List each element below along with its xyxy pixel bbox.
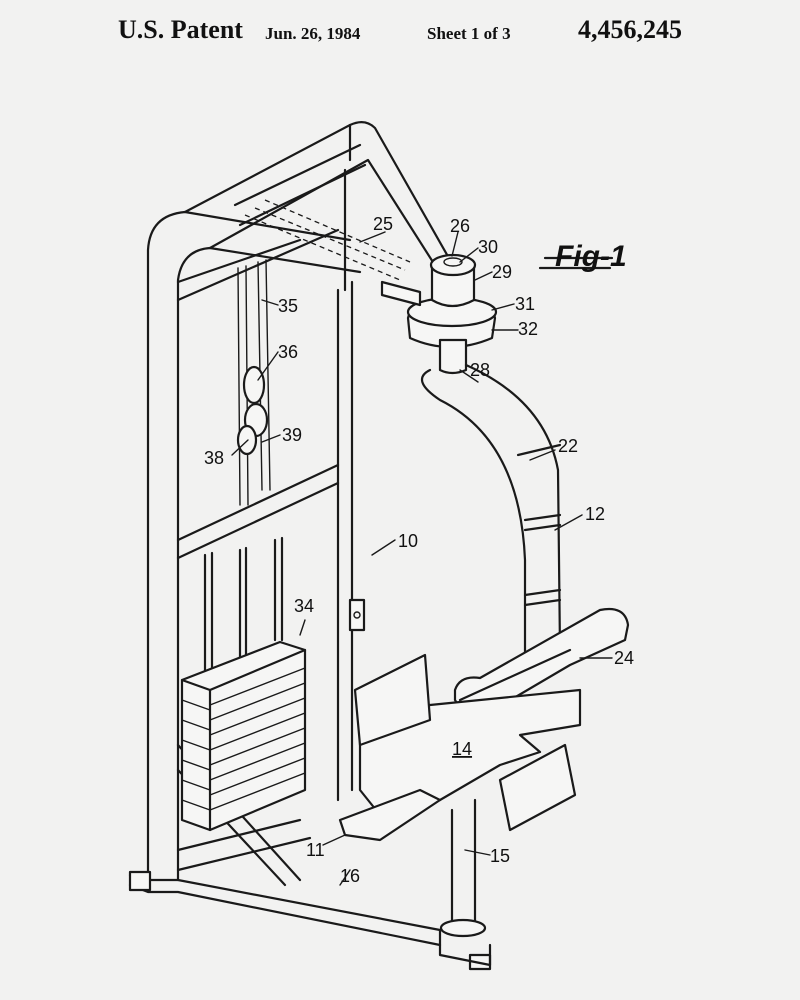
rotary-hub — [380, 253, 498, 375]
ref-32: 32 — [518, 319, 538, 339]
figure-label-text: Fig-1 — [555, 240, 627, 273]
patent-header: U.S. Patent Jun. 26, 1984 Sheet 1 of 3 4… — [0, 0, 800, 70]
ref-29: 29 — [492, 262, 512, 282]
ref-26: 26 — [450, 216, 470, 236]
ref-11: 11 — [306, 840, 325, 860]
upright-bracket — [348, 598, 366, 632]
patent-date: Jun. 26, 1984 — [265, 24, 361, 43]
ref-35: 35 — [278, 296, 298, 316]
reference-numerals: 10 11 12 14 15 16 22 24 25 26 28 29 30 3… — [204, 214, 634, 886]
ref-12: 12 — [585, 504, 605, 524]
lever-arm — [420, 363, 562, 672]
ref-38: 38 — [204, 448, 224, 468]
seat-platform — [338, 653, 582, 938]
ref-10: 10 — [398, 531, 418, 551]
ref-16: 16 — [340, 866, 360, 886]
figure-label: Fig-1 — [538, 240, 627, 273]
sheet-number: Sheet 1 of 3 — [427, 24, 511, 43]
patent-number: 4,456,245 — [578, 15, 682, 44]
ref-24: 24 — [614, 648, 634, 668]
weight-stack — [180, 536, 307, 832]
ref-22: 22 — [558, 436, 578, 456]
ref-25: 25 — [373, 214, 393, 234]
cable-assembly — [236, 199, 411, 506]
leader-lines — [231, 231, 613, 886]
ref-36: 36 — [278, 342, 298, 362]
ref-30: 30 — [478, 237, 498, 257]
ref-39: 39 — [282, 425, 302, 445]
ref-34: 34 — [294, 596, 314, 616]
ref-31: 31 — [515, 294, 535, 314]
patent-title: U.S. Patent — [118, 15, 243, 44]
ref-15: 15 — [490, 846, 510, 866]
ref-28: 28 — [470, 360, 490, 380]
ref-14: 14 — [452, 739, 472, 759]
